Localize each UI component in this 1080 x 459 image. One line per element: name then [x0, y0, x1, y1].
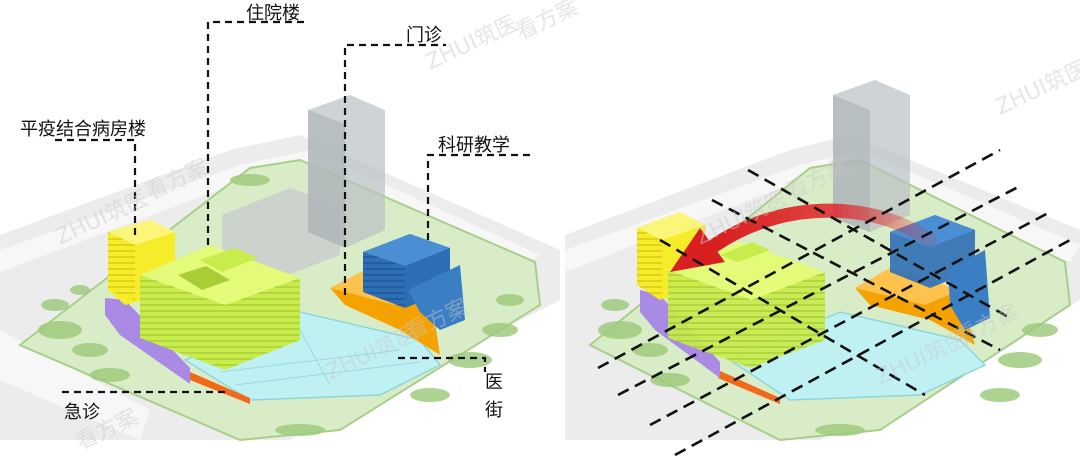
context-tower [833, 80, 910, 232]
relocation-arrow [670, 203, 937, 272]
label-inpatient: 住院楼 [246, 3, 300, 24]
leader-lines [50, 20, 535, 394]
right-diagram [565, 80, 1080, 457]
road [0, 330, 150, 440]
label-medical-street-char1: 医 [485, 372, 503, 393]
purple-base [105, 298, 190, 384]
label-pandemic-ward: 平疫结合病房楼 [20, 119, 146, 140]
label-medical-street-char2: 街 [485, 400, 503, 421]
medical-street-lines [219, 329, 421, 386]
watermark-brand: ZHUI筑医 [992, 56, 1080, 120]
grid-lines [597, 148, 1071, 457]
research-building [363, 234, 465, 330]
label-research-teaching: 科研教学 [438, 135, 510, 156]
label-emergency: 急诊 [64, 402, 100, 423]
greenery [38, 174, 524, 436]
emergency-strip [718, 370, 780, 404]
emergency-strip [190, 372, 250, 404]
inpatient-building [140, 245, 300, 370]
left-diagram [0, 95, 560, 442]
greenery [598, 299, 1058, 436]
watermark-slogan: 看方案 [512, 0, 582, 45]
label-outpatient: 门诊 [406, 25, 442, 46]
